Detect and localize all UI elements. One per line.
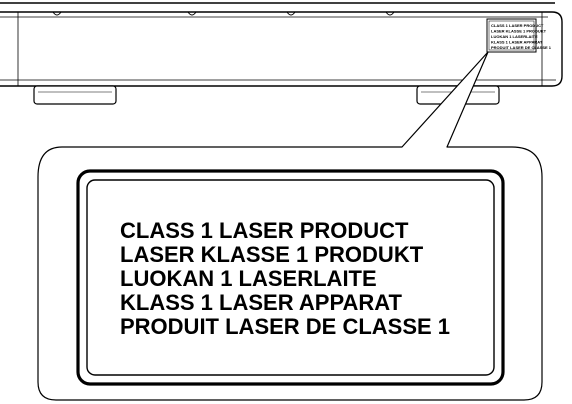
small-label-line-2: LASER KLASSE 1 PRODUKT [491, 29, 547, 34]
large-label-line-5: PRODUIT LASER DE CLASSE 1 [120, 314, 450, 339]
large-label-line-4: KLASS 1 LASER APPARAT [120, 290, 403, 315]
large-label-line-1: CLASS 1 LASER PRODUCT [120, 218, 409, 243]
small-label-line-3: LUOKAN 1 LASERLAITE [491, 34, 538, 39]
left-foot [33, 85, 117, 105]
device-feet [33, 85, 500, 105]
large-label-line-2: LASER KLASSE 1 PRODUKT [120, 242, 424, 267]
small-label-line-5: PRODUIT LASER DE CLASSE 1 [491, 45, 552, 50]
large-laser-label: CLASS 1 LASER PRODUCT LASER KLASSE 1 PRO… [76, 169, 505, 386]
small-label-line-1: CLASS 1 LASER PRODUCT [491, 23, 544, 28]
small-label-line-4: KLASS 1 LASER APPARAT [491, 40, 543, 45]
large-label-line-3: LUOKAN 1 LASERLAITE [120, 266, 377, 291]
small-laser-label: CLASS 1 LASER PRODUCT LASER KLASSE 1 PRO… [486, 18, 552, 53]
